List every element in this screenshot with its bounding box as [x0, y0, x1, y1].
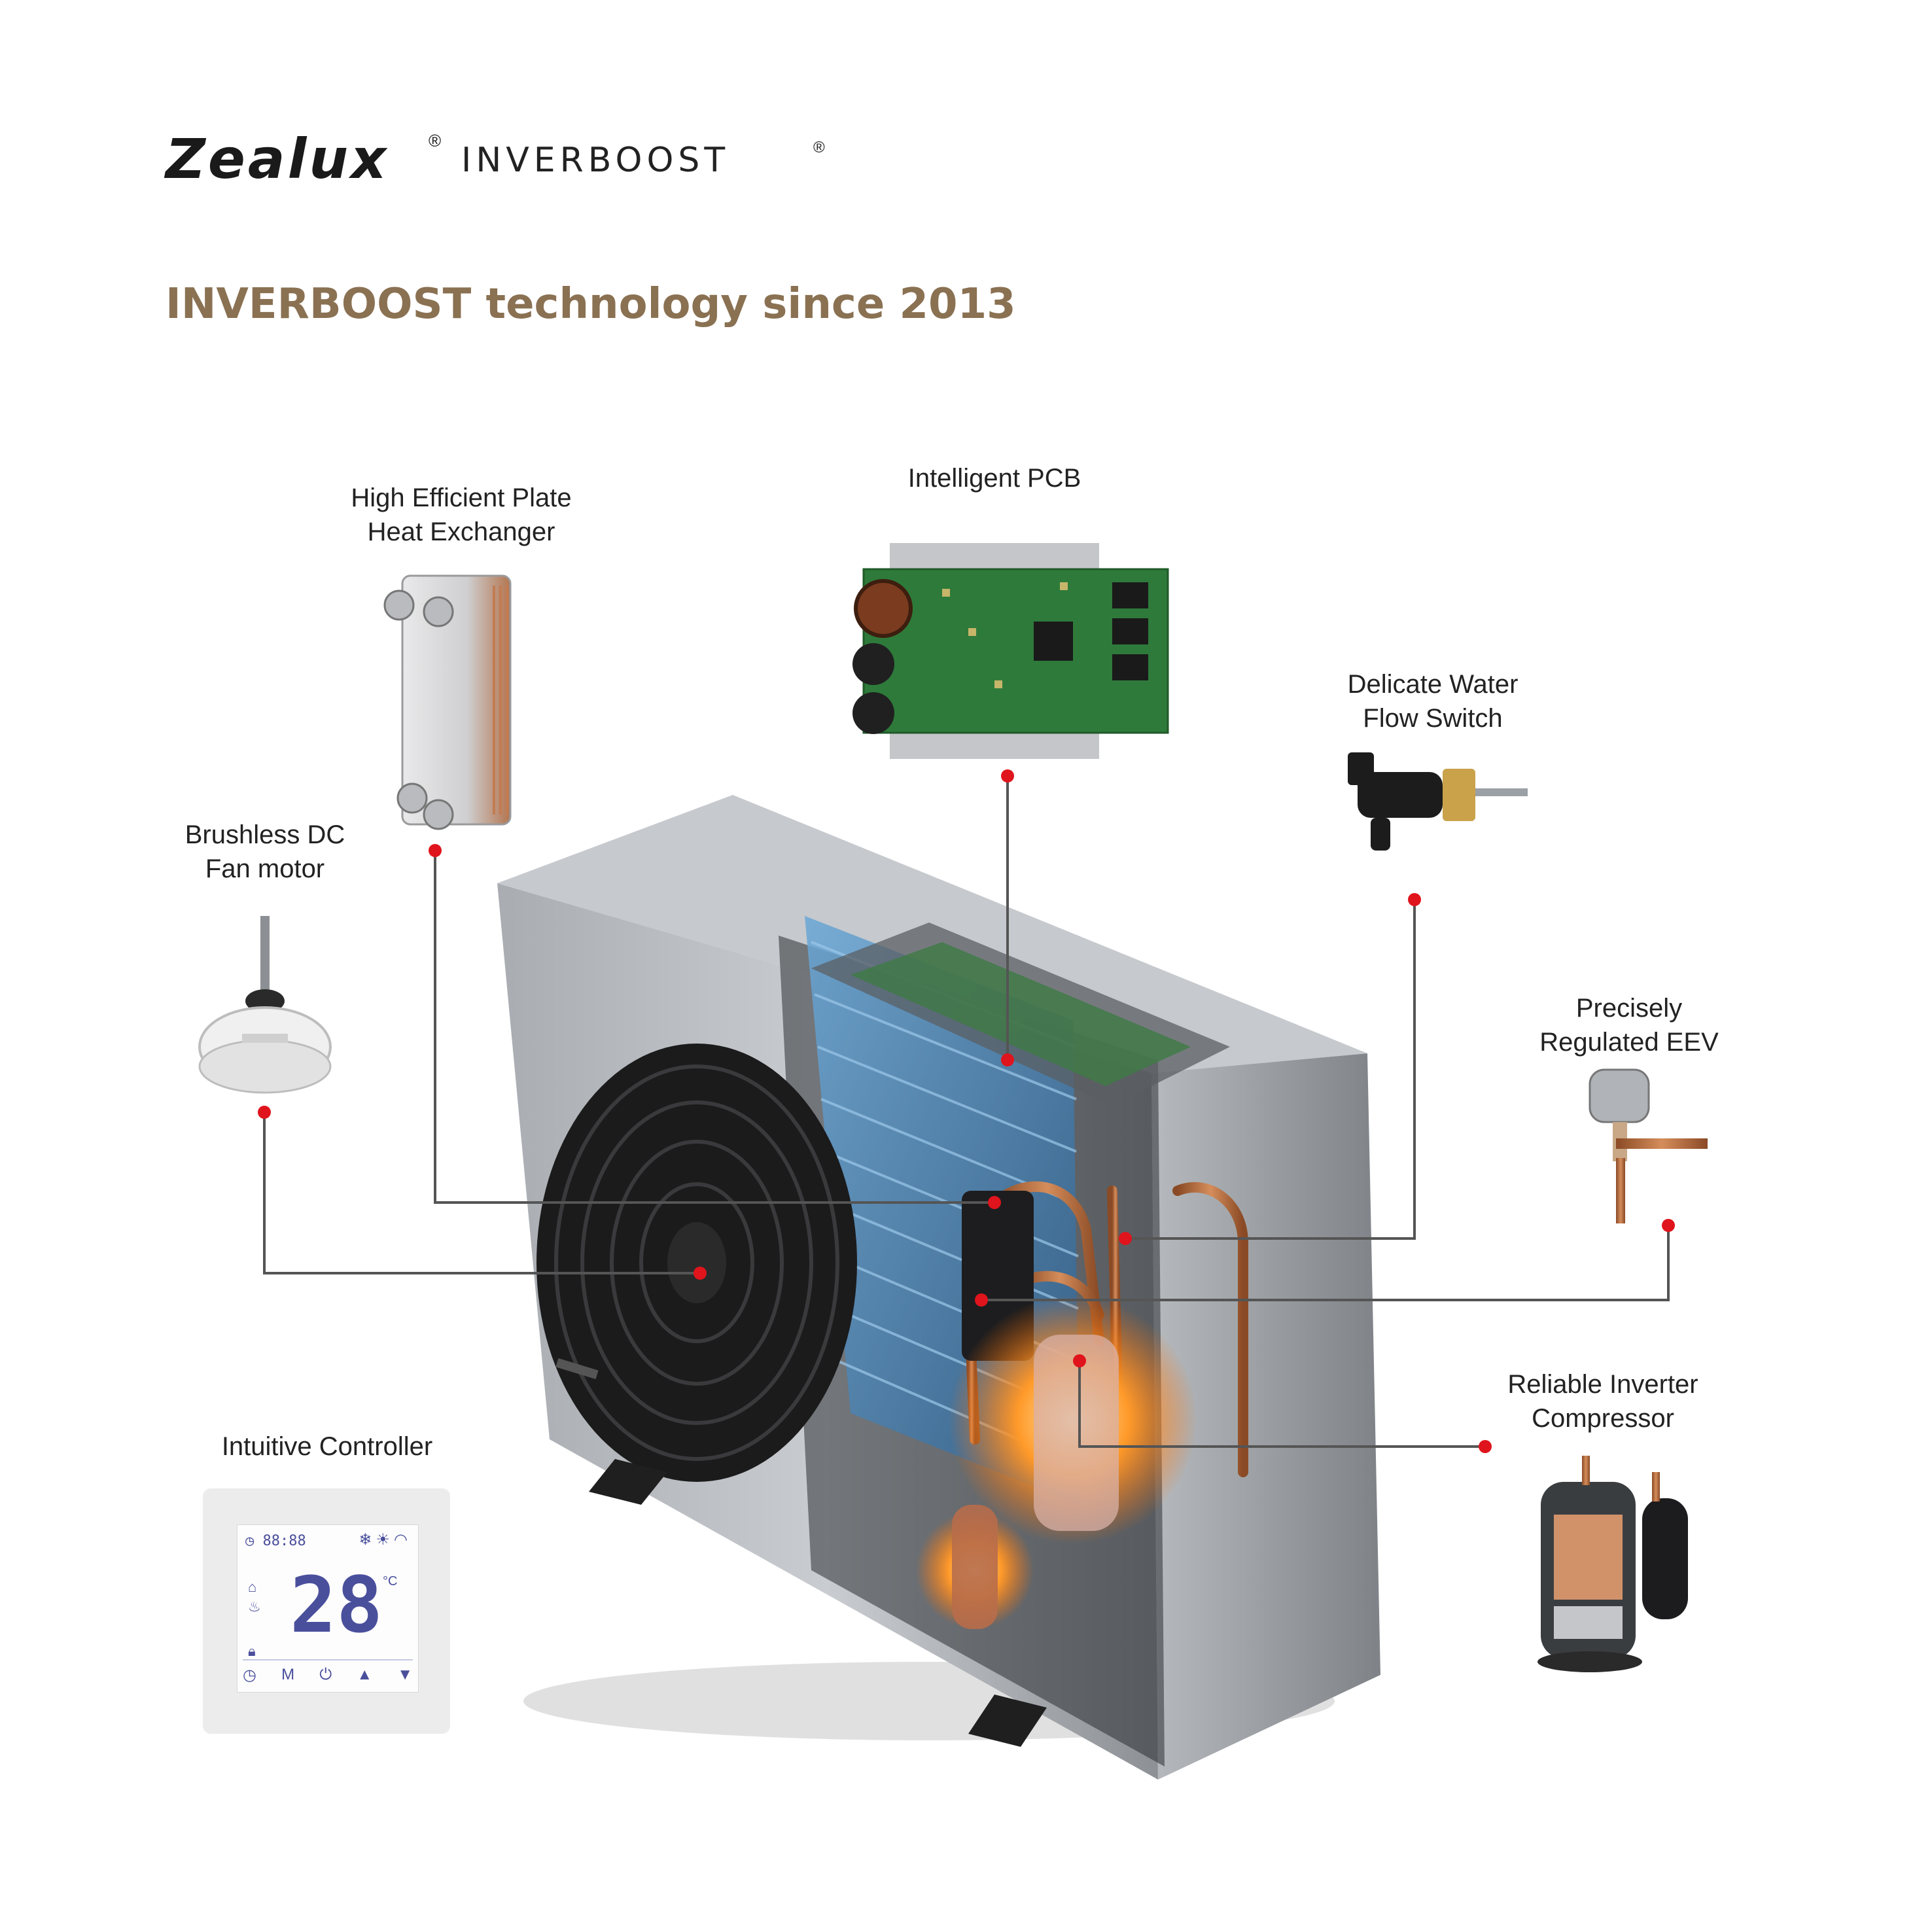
controller-time: 88:88 [262, 1533, 306, 1549]
lock-icon: 🔒︎ [248, 1643, 256, 1659]
label-plate-heat-exchanger-line2: Heat Exchanger [367, 518, 555, 546]
leader-plate [434, 851, 994, 1204]
controller-clock: ◷ 88:88 [245, 1533, 306, 1549]
label-compressor-line2: Compressor [1532, 1404, 1674, 1433]
controller-buttons: ◷ M ⏻ ▲ ▼ [243, 1666, 413, 1685]
label-flow-switch: Delicate Water Flow Switch [1282, 667, 1583, 735]
controller-mode-icons: ❄☀◠ [359, 1530, 412, 1549]
label-controller-line1: Intuitive Controller [221, 1432, 433, 1461]
controller-temperature: 28 [290, 1560, 383, 1650]
up-button[interactable]: ▲ [357, 1666, 373, 1683]
brand-logo: Zealux [166, 127, 389, 191]
unit-foot-right [968, 1695, 1047, 1747]
product-name: INVERBOOST [461, 141, 730, 180]
label-pcb: Intelligent PCB [851, 461, 1138, 495]
eev-image [1589, 1068, 1708, 1223]
plate-heat-exchanger-image [383, 574, 512, 830]
compressor-image [1537, 1456, 1688, 1672]
label-plate-heat-exchanger-line1: High Efficient Plate [351, 483, 572, 512]
controller-screen: ◷ 88:88 ❄☀◠ ⌂ ♨ 🔒︎ 28 °C ◷ M ⏻ ▲ ▼ [237, 1524, 419, 1693]
leader-flow [1125, 900, 1416, 1240]
internal-compressor [1034, 1335, 1119, 1531]
label-fan-motor-line1: Brushless DC [184, 820, 345, 849]
clock-icon: ◷ [245, 1533, 255, 1549]
water-icon: ♨ [248, 1598, 261, 1615]
label-eev-line1: Precisely [1575, 994, 1683, 1023]
fan-motor-image [198, 916, 332, 1094]
leader-compressor [1078, 1361, 1485, 1448]
fan-grille [536, 1044, 857, 1482]
controller-unit: °C [383, 1574, 398, 1589]
label-flow-switch-line2: Flow Switch [1363, 704, 1503, 733]
product-registered-mark: ® [813, 139, 825, 156]
label-controller: Intuitive Controller [170, 1430, 484, 1464]
controller-side-icons: ⌂ ♨ [248, 1577, 261, 1617]
label-fan-motor-line2: Fan motor [205, 854, 325, 883]
leader-fan [263, 1112, 700, 1274]
leader-eev [981, 1225, 1670, 1301]
label-flow-switch-line1: Delicate Water [1347, 670, 1519, 699]
sun-icon: ☀ [376, 1531, 395, 1549]
mode-button[interactable]: M [281, 1666, 295, 1683]
unit-side-panel [1151, 1053, 1380, 1780]
pcb-board [851, 942, 1191, 1086]
wifi-icon: ◠ [394, 1531, 412, 1549]
leader-lines [263, 776, 1670, 1448]
unit-badge [555, 1358, 599, 1380]
pcb-image [852, 543, 1169, 759]
label-compressor: Reliable Inverter Compressor [1446, 1367, 1760, 1435]
callout-dots-components [258, 769, 1675, 1453]
brand-logo-registered-mark: ® [429, 131, 442, 150]
callout-dots-unit [694, 1053, 1132, 1367]
snowflake-icon: ❄ [359, 1531, 376, 1549]
home-icon: ⌂ [248, 1579, 257, 1595]
label-plate-heat-exchanger: High Efficient Plate Heat Exchanger [298, 481, 625, 549]
label-fan-motor: Brushless DC Fan motor [131, 818, 399, 886]
label-compressor-line1: Reliable Inverter [1507, 1370, 1698, 1399]
controller-image: ◷ 88:88 ❄☀◠ ⌂ ♨ 🔒︎ 28 °C ◷ M ⏻ ▲ ▼ [203, 1488, 450, 1734]
page-headline: INVERBOOST technology since 2013 [166, 280, 1016, 328]
water-flow-switch-image [1348, 752, 1528, 851]
controller-divider [243, 1659, 413, 1660]
down-button[interactable]: ▼ [397, 1666, 413, 1683]
heat-pump-unit [497, 795, 1380, 1780]
label-eev: Precisely Regulated EEV [1492, 991, 1766, 1059]
label-pcb-line1: Intelligent PCB [907, 464, 1081, 493]
internal-accumulator [952, 1505, 998, 1629]
label-eev-line2: Regulated EEV [1539, 1028, 1719, 1057]
timer-button[interactable]: ◷ [243, 1666, 256, 1684]
unit-foot-left [589, 1459, 667, 1505]
power-button[interactable]: ⏻ [319, 1666, 332, 1683]
